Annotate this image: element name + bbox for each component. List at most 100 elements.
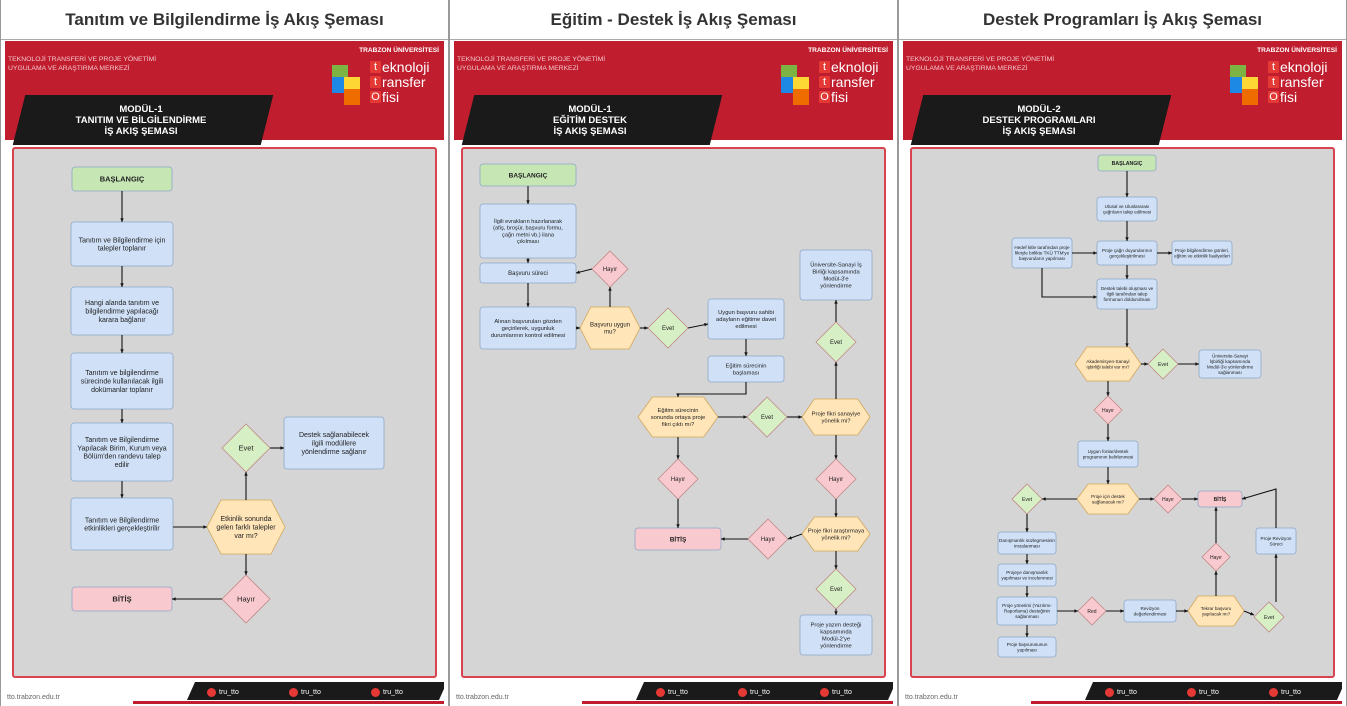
node-text: Evet <box>830 340 842 346</box>
arrow-head <box>834 565 838 569</box>
node-text: Evet <box>1158 362 1169 368</box>
decision-node <box>637 396 719 438</box>
arrow-head <box>744 352 748 356</box>
facebook-icon <box>656 688 665 697</box>
decision-node <box>1074 346 1142 382</box>
arrow-head <box>1025 528 1029 532</box>
panel-egitim: Eğitim - Destek İş Akış Şeması TEKNOLOJİ… <box>449 0 898 706</box>
footer-accent <box>133 701 444 704</box>
arrow-head <box>120 494 124 498</box>
node-text: BİTİŞ <box>670 535 687 543</box>
arrow-head <box>1150 497 1154 501</box>
node-text: Evet <box>238 444 254 453</box>
logo-block <box>793 89 809 105</box>
node-text: Evet <box>1022 497 1033 503</box>
node-text: Red <box>1087 609 1096 615</box>
twitter-icon <box>820 688 829 697</box>
social-link[interactable]: tru_tto <box>1105 688 1137 697</box>
arrow-head <box>576 270 580 274</box>
arrow-head <box>1025 560 1029 564</box>
yes-node <box>1253 601 1285 633</box>
footer-url[interactable]: tto.trabzon.edu.tr <box>7 694 60 701</box>
footer-accent <box>1031 701 1342 704</box>
arrow-head <box>1125 275 1129 279</box>
arrow-head <box>172 597 176 601</box>
arrow-head <box>1242 496 1246 500</box>
arrow-head <box>834 455 838 459</box>
arrow-head <box>1106 437 1110 441</box>
flow-arrow <box>1041 268 1097 298</box>
footer-url[interactable]: tto.trabzon.edu.tr <box>905 694 958 701</box>
arrow-head <box>1184 609 1188 613</box>
arrow-head <box>644 326 648 330</box>
yes-node <box>647 307 689 349</box>
poster-footer: tto.trabzon.edu.tr tru_tto tru_tto tru_tto <box>5 680 444 704</box>
arrow-head <box>1250 612 1254 616</box>
node-text: Hayır <box>1102 408 1114 414</box>
node-text: Evet <box>830 587 842 593</box>
node-text: BAŞLANGIÇ <box>100 175 145 184</box>
social-link[interactable]: tru_tto <box>289 688 321 697</box>
yes-node <box>1147 348 1179 380</box>
arrow-head <box>1125 343 1129 347</box>
arrow-head <box>244 472 248 476</box>
social-link[interactable]: tru_tto <box>207 688 239 697</box>
twitter-icon <box>1269 688 1278 697</box>
arrow-head <box>676 524 680 528</box>
instagram-icon <box>738 688 747 697</box>
panel-destek: Destek Programları İş Akış Şeması TEKNOL… <box>898 0 1347 706</box>
node-text: Evet <box>662 326 674 332</box>
instagram-icon <box>1187 688 1196 697</box>
arrow-head <box>788 536 792 540</box>
node-text: Proje yönetimi (Yazılımı-Raporlama) dest… <box>1002 603 1052 619</box>
node-text: Evet <box>1264 615 1275 621</box>
social-link[interactable]: tru_tto <box>371 688 403 697</box>
poster-footer: tto.trabzon.edu.tr tru_tto tru_tto tru_tto <box>903 680 1342 704</box>
node-text: BİTİŞ <box>112 595 131 604</box>
social-link[interactable]: tru_tto <box>1187 688 1219 697</box>
panel-title: Tanıtım ve Bilgilendirme İş Akış Şeması <box>1 0 448 40</box>
node-text: Hayır <box>761 537 775 543</box>
social-link[interactable]: tru_tto <box>656 688 688 697</box>
social-link[interactable]: tru_tto <box>820 688 852 697</box>
arrow-head <box>526 259 530 263</box>
logo-block <box>1242 89 1258 105</box>
footer-url[interactable]: tto.trabzon.edu.tr <box>456 694 509 701</box>
social-link[interactable]: tru_tto <box>738 688 770 697</box>
arrow-head <box>1214 571 1218 575</box>
no-node <box>1153 484 1183 514</box>
arrow-head <box>1195 362 1199 366</box>
social-link[interactable]: tru_tto <box>1269 688 1301 697</box>
node-text: Hayır <box>237 595 255 604</box>
panel-title: Destek Programları İş Akış Şeması <box>899 0 1346 40</box>
panel-title: Eğitim - Destek İş Akış Şeması <box>450 0 897 40</box>
arrow-head <box>576 326 580 330</box>
node-text: BAŞLANGIÇ <box>509 172 548 179</box>
arrow-head <box>1144 362 1148 366</box>
